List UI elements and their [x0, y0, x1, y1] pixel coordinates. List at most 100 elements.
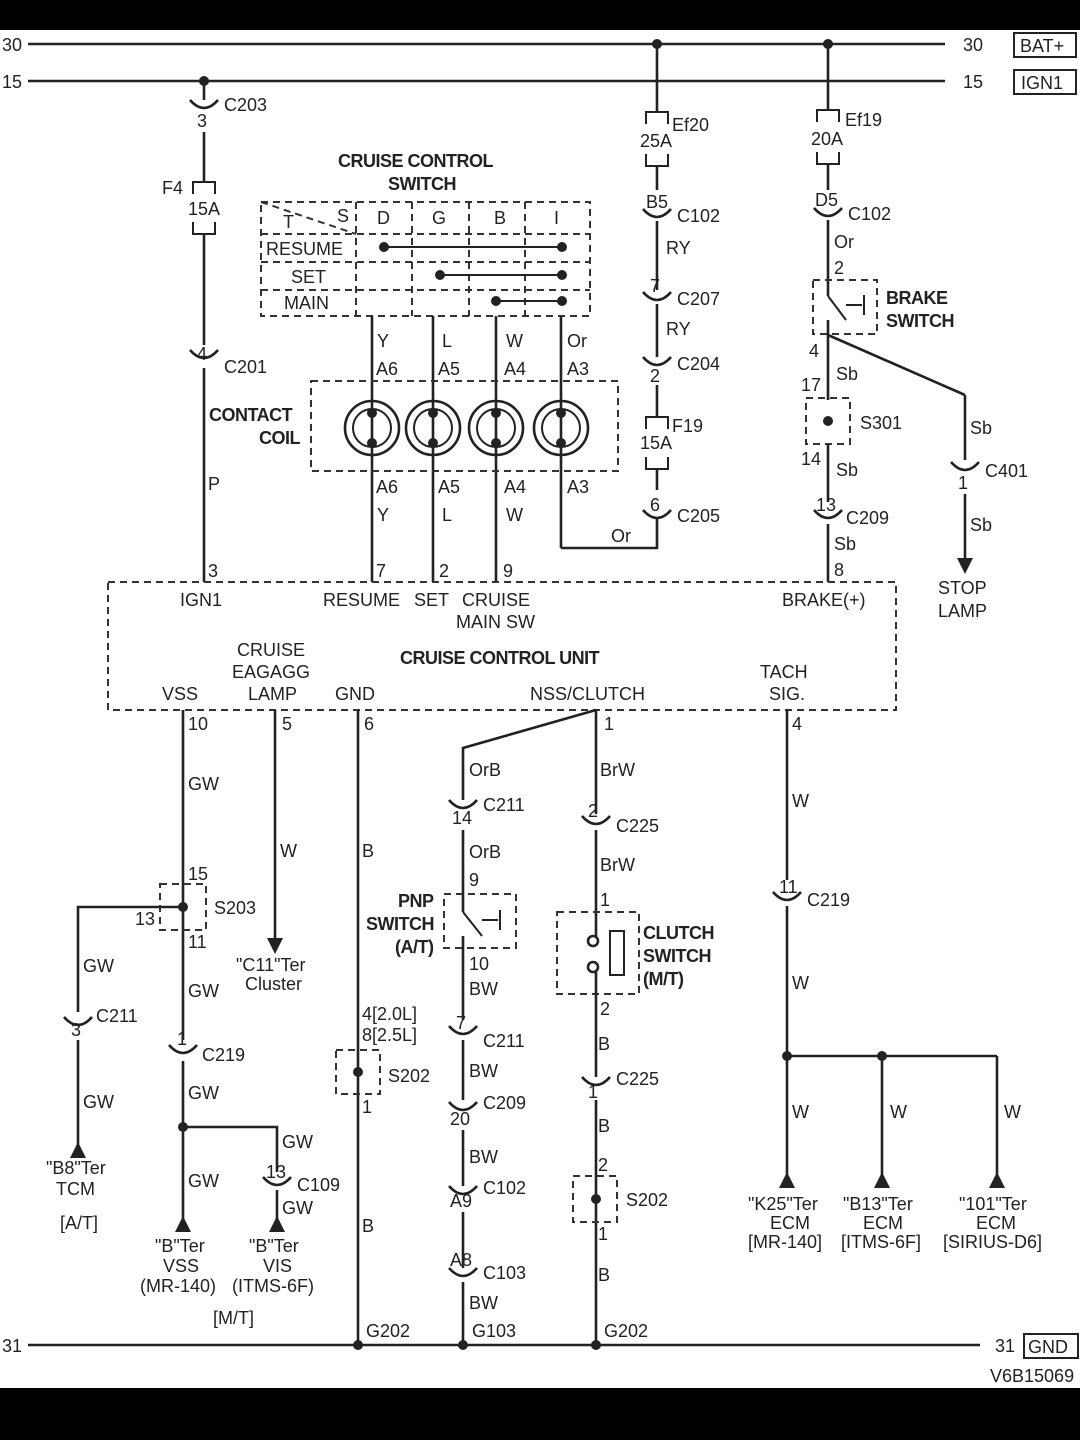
- switch-row-resume: RESUME: [266, 239, 343, 259]
- rail-30: 30 30 BAT+: [2, 32, 1077, 58]
- svg-text:[ITMS-6F]: [ITMS-6F]: [841, 1232, 921, 1252]
- svg-text:A3: A3: [567, 477, 589, 497]
- svg-text:(M/T): (M/T): [643, 969, 684, 989]
- svg-text:[MR-140]: [MR-140]: [748, 1232, 822, 1252]
- svg-text:[SIRIUS-D6]: [SIRIUS-D6]: [943, 1232, 1042, 1252]
- svg-text:"C11"Ter: "C11"Ter: [236, 955, 305, 975]
- ef19-brake-branch: Ef19 20A D5 C102 Or 2 BRAKE SWITCH 4 Sb …: [801, 39, 1028, 621]
- splice-s203: S203: [214, 898, 256, 918]
- svg-text:"K25"Ter: "K25"Ter: [748, 1194, 818, 1214]
- fuse-ef20: Ef20: [672, 115, 709, 135]
- svg-text:BW: BW: [469, 1293, 498, 1313]
- document-code: V6B15069: [990, 1366, 1074, 1386]
- svg-text:L: L: [442, 331, 452, 351]
- svg-text:RESUME: RESUME: [323, 590, 400, 610]
- connector-c219-vss: C219: [202, 1045, 245, 1065]
- svg-text:11: 11: [188, 932, 207, 952]
- svg-text:B: B: [362, 1216, 374, 1236]
- svg-text:VSS: VSS: [162, 684, 198, 704]
- svg-text:Cluster: Cluster: [245, 974, 302, 994]
- svg-text:LAMP: LAMP: [938, 601, 987, 621]
- cruise-control-switch: CRUISE CONTROL SWITCH T S D G B I RESUME…: [260, 151, 591, 317]
- svg-text:1: 1: [958, 473, 968, 493]
- svg-text:13: 13: [816, 495, 836, 515]
- svg-text:BW: BW: [469, 1147, 498, 1167]
- svg-text:A6: A6: [376, 477, 398, 497]
- svg-text:GW: GW: [282, 1198, 313, 1218]
- svg-text:MAIN SW: MAIN SW: [456, 612, 535, 632]
- switch-row-main: MAIN: [284, 293, 329, 313]
- svg-text:IGN1: IGN1: [180, 590, 222, 610]
- svg-text:[A/T]: [A/T]: [60, 1213, 98, 1233]
- connector-c201: C201: [224, 357, 267, 377]
- svg-text:NSS/CLUTCH: NSS/CLUTCH: [530, 684, 645, 704]
- splice-s202-left: S202: [388, 1066, 430, 1086]
- svg-text:2: 2: [598, 1155, 608, 1175]
- svg-text:SIG.: SIG.: [769, 684, 805, 704]
- rail-15-left-label: 15: [2, 72, 22, 92]
- rail-31-right-label: 31: [995, 1336, 1015, 1356]
- ground-g202-right: G202: [604, 1321, 648, 1341]
- brake-switch-label: BRAKE: [886, 288, 948, 308]
- svg-text:SWITCH: SWITCH: [366, 914, 434, 934]
- gnd-rail-label: GND: [1028, 1337, 1068, 1357]
- connector-c205: C205: [677, 506, 720, 526]
- connector-c211-pnp-out: C211: [483, 1031, 525, 1051]
- connector-c211-pnp: C211: [483, 795, 525, 815]
- svg-text:A4: A4: [504, 359, 526, 379]
- connector-c207: C207: [677, 289, 720, 309]
- fuse-ef19: Ef19: [845, 110, 882, 130]
- svg-text:2: 2: [600, 999, 610, 1019]
- svg-text:9: 9: [503, 561, 513, 581]
- svg-text:I: I: [554, 208, 559, 228]
- svg-text:TCM: TCM: [56, 1179, 95, 1199]
- vss-branch: 10 GW 15 S203 13 11 GW 3 C211 GW "B8"Ter…: [46, 710, 340, 1328]
- unit-title: CRUISE CONTROL UNIT: [400, 648, 600, 668]
- svg-text:W: W: [890, 1102, 907, 1122]
- svg-text:7: 7: [376, 561, 386, 581]
- connector-c102-b5: C102: [677, 206, 720, 226]
- svg-text:A8: A8: [450, 1250, 472, 1270]
- connector-c219-tach: C219: [807, 890, 850, 910]
- fuse-f4: F4: [162, 178, 183, 198]
- svg-text:Or: Or: [567, 331, 587, 351]
- svg-text:GW: GW: [188, 1083, 219, 1103]
- svg-text:17: 17: [801, 375, 821, 395]
- svg-text:RY: RY: [666, 238, 691, 258]
- bat-plus-label: BAT+: [1020, 36, 1064, 56]
- svg-text:SWITCH: SWITCH: [388, 174, 456, 194]
- svg-text:(MR-140): (MR-140): [140, 1276, 216, 1296]
- connector-c102-a9: C102: [483, 1178, 526, 1198]
- svg-text:15A: 15A: [188, 199, 220, 219]
- svg-text:2: 2: [588, 801, 598, 821]
- connector-c209: C209: [846, 508, 889, 528]
- cruise-lamp-branch: 5 W "C11"Ter Cluster: [236, 710, 305, 994]
- svg-text:ECM: ECM: [770, 1213, 810, 1233]
- svg-text:TACH: TACH: [760, 662, 808, 682]
- svg-text:2: 2: [834, 258, 844, 278]
- svg-text:BW: BW: [469, 979, 498, 999]
- svg-text:GW: GW: [282, 1132, 313, 1152]
- svg-text:GW: GW: [188, 774, 219, 794]
- connector-c225-top: C225: [616, 816, 659, 836]
- svg-text:8: 8: [834, 560, 844, 580]
- svg-text:20A: 20A: [811, 129, 843, 149]
- ground-g202-left: G202: [366, 1321, 410, 1341]
- svg-text:1: 1: [177, 1029, 187, 1049]
- svg-text:P: P: [208, 474, 220, 494]
- svg-text:3: 3: [197, 111, 207, 131]
- svg-text:B5: B5: [646, 192, 668, 212]
- svg-text:COIL: COIL: [259, 428, 301, 448]
- svg-text:BW: BW: [469, 1061, 498, 1081]
- svg-text:1: 1: [588, 1082, 598, 1102]
- svg-text:15A: 15A: [640, 433, 672, 453]
- svg-text:B: B: [598, 1265, 610, 1285]
- svg-text:BrW: BrW: [600, 760, 635, 780]
- svg-text:1: 1: [604, 714, 614, 734]
- svg-text:OrB: OrB: [469, 842, 501, 862]
- svg-text:B: B: [598, 1034, 610, 1054]
- svg-text:4[2.0L]: 4[2.0L]: [362, 1004, 417, 1024]
- svg-text:SWITCH: SWITCH: [643, 946, 711, 966]
- pnp-switch-branch: 1 OrB 14 C211 OrB 9 PNP SWITCH (A/T) 10 …: [366, 708, 614, 1350]
- svg-text:"B13"Ter: "B13"Ter: [843, 1194, 913, 1214]
